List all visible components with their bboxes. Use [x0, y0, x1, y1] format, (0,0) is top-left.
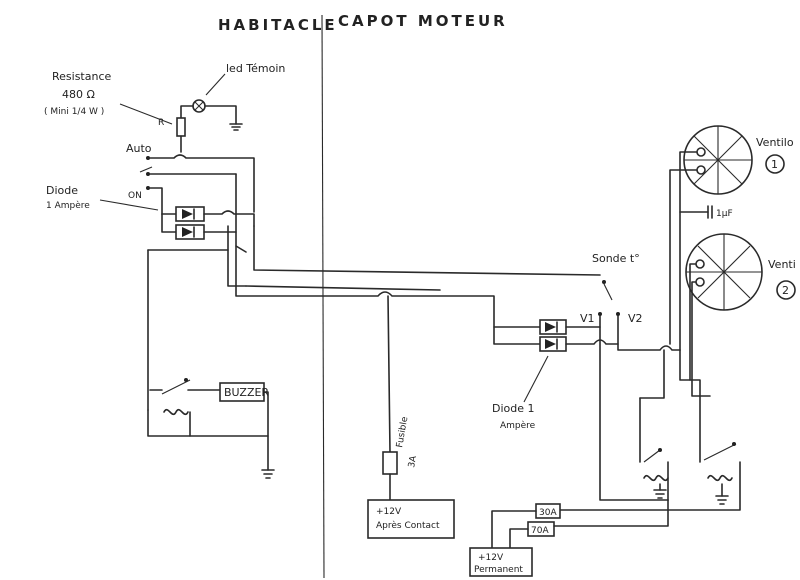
resistance-480-ohm [176, 117, 186, 137]
led-leader-line [205, 73, 226, 96]
ventilo-1-label: Ventilo [756, 136, 794, 149]
diode-left-leader [99, 199, 159, 211]
diode-right-1 [539, 319, 567, 335]
v1-contact [598, 312, 602, 316]
selector-switch [139, 156, 153, 190]
relay2-ground-icon [715, 495, 729, 505]
switch-auto-label: Auto [126, 142, 152, 155]
fuse-3a-label: Fusible [395, 415, 410, 448]
supply-after-ignition-box [367, 499, 455, 539]
switch-on-wire [149, 187, 163, 215]
sonde-contact [602, 280, 606, 284]
fan1-feed-wire [679, 151, 698, 351]
diode-left-label: Diode [46, 184, 78, 197]
v2-label: V2 [628, 312, 643, 325]
diode-1-out-wire [203, 210, 255, 227]
sonde-feed-wire [253, 225, 601, 276]
fuse70-to-supply-wire [509, 528, 529, 549]
resistance-label: Resistance [52, 70, 112, 83]
fan2-feed-wire [689, 263, 697, 381]
resistance-value-label: 480 Ω [62, 88, 95, 101]
led-to-resistor-wire [180, 105, 194, 119]
parallel-feed-wire [227, 225, 247, 287]
resistor-letter: R [158, 118, 164, 128]
relay1-ground-icon [653, 489, 667, 499]
diode-left-2 [175, 224, 205, 240]
supply-after-ignition-label: Après Contact [376, 520, 440, 531]
diode-left-1 [175, 206, 205, 222]
fuse-30a-label: 30A [539, 508, 557, 518]
led-label: led Témoin [226, 62, 285, 75]
v2-contact [616, 312, 620, 316]
fuse-3a-wire [387, 295, 391, 453]
capacitor-icon [707, 205, 713, 219]
supply-permanent-v: +12V [478, 553, 504, 563]
diode-right-2 [539, 336, 567, 352]
supply-after-ignition-v: +12V [376, 507, 402, 517]
diode-v1-feed-wire [235, 245, 541, 328]
diode-right-leader [523, 355, 549, 403]
resistance-power-label: ( Mini 1/4 W ) [44, 107, 104, 117]
buzzer-label: BUZZER [224, 386, 269, 399]
sonde-label: Sonde t° [592, 252, 640, 265]
ventilo-1-number-circle [765, 154, 785, 174]
fan-1-icon [683, 125, 753, 195]
diode-2-out-wire [203, 173, 237, 233]
v1-label: V1 [580, 312, 595, 325]
led-ground-icon [229, 123, 243, 131]
diode-right-label: Diode 1 [492, 402, 535, 415]
relay-coil-loop [147, 409, 191, 437]
relay-tee-wire [617, 343, 681, 351]
fuse-3a [382, 451, 398, 475]
fan2-return-wire [691, 281, 711, 397]
led-temoin-lamp-icon [192, 99, 206, 113]
header-capot-moteur: CAPOT MOTEUR [338, 12, 508, 30]
buzzer-ground-icon [261, 469, 275, 479]
capacitor-label: 1μF [716, 209, 733, 219]
fan-relay-1 [643, 448, 669, 482]
diode-2-in-wire [161, 213, 177, 233]
fuse-70a-label: 70A [531, 526, 549, 536]
ventilo-2-label: Venti [768, 258, 796, 271]
supply-permanent-label: Permanent [474, 565, 523, 575]
diode-left-rating: 1 Ampère [46, 200, 90, 211]
fan1-return-wire [669, 169, 698, 345]
junction-wire [235, 231, 247, 253]
parallel-upper-wire [245, 285, 441, 291]
relay2-out-wire [559, 461, 741, 511]
buzzer-relay [149, 378, 191, 416]
relay1-to-fuse70-wire [553, 499, 669, 527]
fan-relay-2 [703, 442, 737, 482]
sonde-switch-arm [603, 283, 613, 301]
relay1-coil-feed [599, 326, 669, 501]
fuse-3a-rating: 3A [407, 454, 419, 468]
led-ground-wire [204, 105, 237, 125]
switch-on-label: ON [128, 191, 142, 201]
fan-2-icon [685, 233, 763, 311]
supply-permanent-box [469, 547, 533, 577]
ventilo-1-number: 1 [771, 158, 778, 171]
diode-v2-feed-wire [493, 326, 541, 345]
switch-auto-wire [149, 154, 255, 213]
buzzer-ground-wire [263, 391, 269, 471]
ventilo-2-number: 2 [782, 284, 789, 297]
diode-right-rating: Ampère [500, 420, 536, 431]
fuse30-to-supply-wire [491, 510, 537, 549]
header-habitacle: HABITACLE [218, 16, 338, 34]
ventilo-2-number-circle [776, 280, 796, 300]
relay1-bus-wire [639, 349, 665, 399]
resistance-leader-line [119, 103, 173, 125]
